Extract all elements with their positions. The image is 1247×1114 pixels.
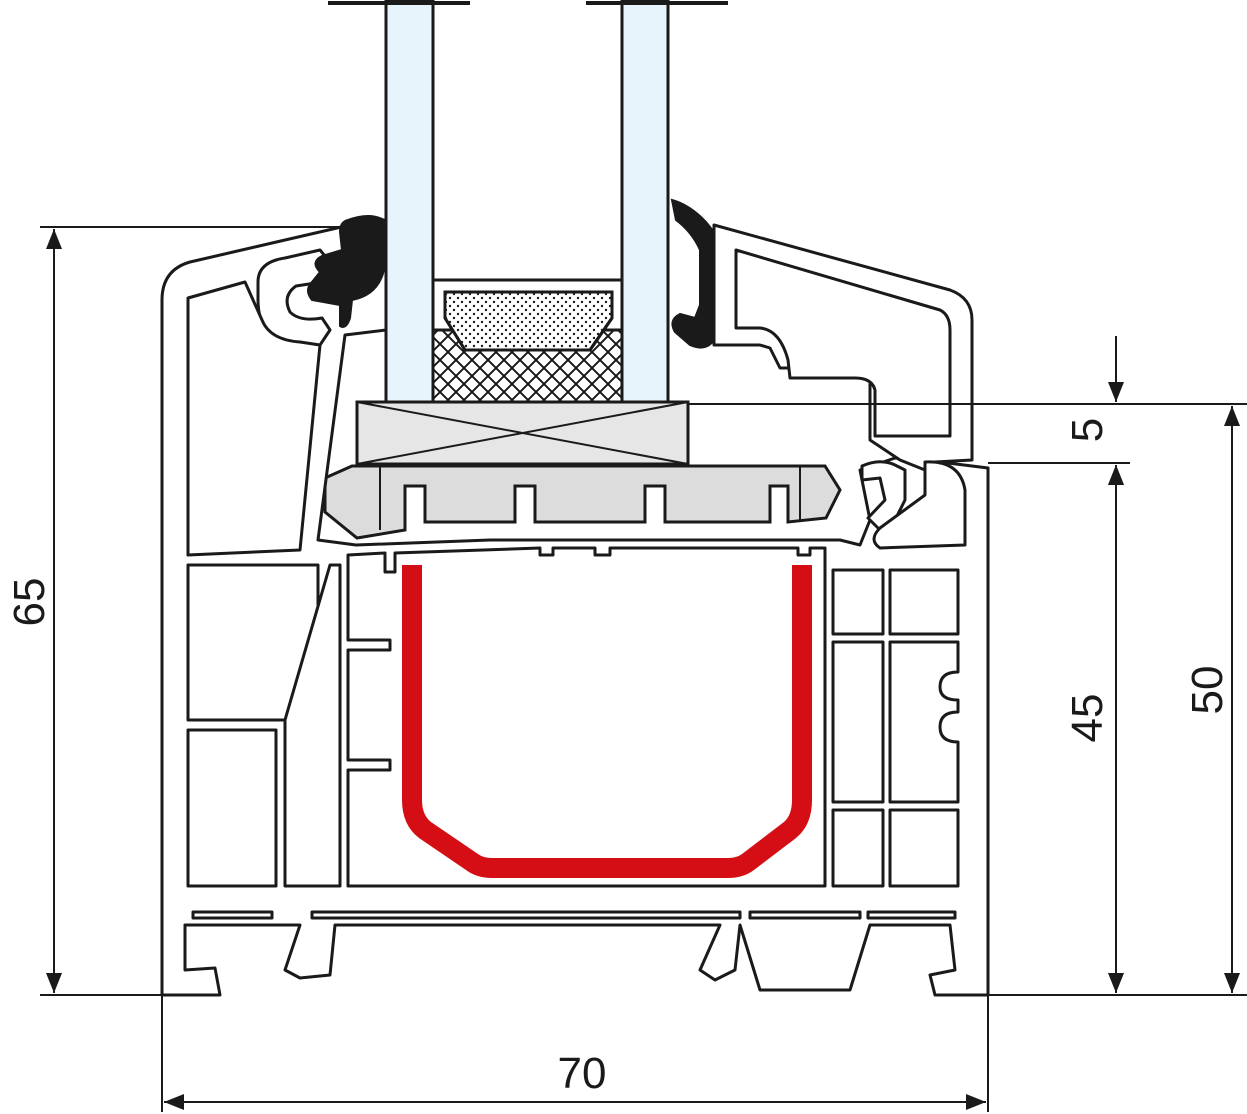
glazing-bridge	[323, 464, 842, 540]
right-sash-cavity	[734, 248, 952, 438]
left-chamber-top	[186, 280, 322, 557]
spacer-desiccant	[443, 290, 614, 352]
right-chamber-e	[831, 808, 885, 888]
dimension-lines	[40, 226, 1247, 1112]
setting-block-diagonal-2	[356, 401, 689, 465]
left-chamber-lower	[186, 728, 278, 888]
sash-profile	[160, 218, 990, 997]
glass-pane-left	[384, 0, 435, 404]
dimension-label-5: 5	[1063, 418, 1112, 442]
outer-gasket-left	[307, 215, 385, 328]
right-chamber-f	[888, 808, 960, 888]
bottom-inner-lip	[191, 910, 957, 920]
right-chamber-a	[831, 568, 885, 636]
dimension-label-45: 45	[1063, 694, 1112, 743]
dimension-label-70: 70	[558, 1049, 607, 1098]
dimension-label-50: 50	[1183, 666, 1232, 715]
glazing-block	[323, 400, 842, 540]
inner-gasket-right	[670, 198, 715, 349]
gaskets	[307, 198, 715, 349]
dimension-label-65: 65	[5, 578, 54, 627]
rebate-hook	[860, 460, 907, 532]
glass-unit	[328, 0, 728, 404]
rebate-hook-right	[872, 460, 967, 550]
left-chamber-diagonal	[283, 563, 342, 888]
right-chamber-c	[831, 640, 885, 804]
glass-pane-right	[620, 0, 670, 404]
steel-reinforcement	[402, 565, 812, 878]
right-chamber-b	[888, 568, 960, 636]
insulating-glass-spacer	[431, 278, 624, 404]
central-chamber	[346, 546, 827, 888]
right-chamber-d	[888, 640, 960, 804]
